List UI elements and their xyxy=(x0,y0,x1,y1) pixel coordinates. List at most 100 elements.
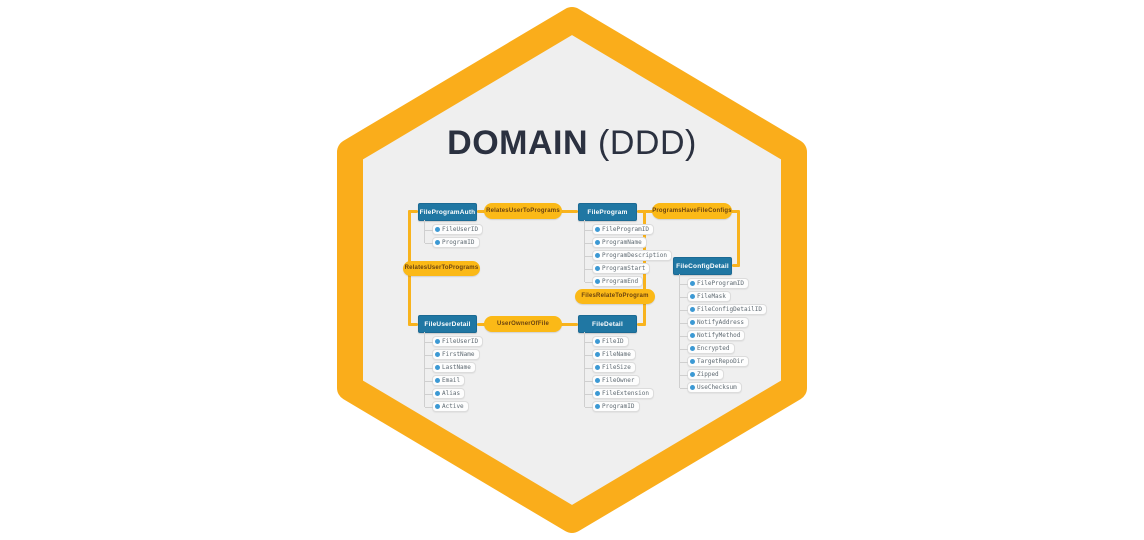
attribute-name: FileUserID xyxy=(442,226,479,233)
entity-title: FileConfigDetail xyxy=(673,257,732,275)
attribute-name: ProgramEnd xyxy=(602,278,639,285)
attribute-name: ProgramName xyxy=(602,239,642,246)
attribute-name: FileSize xyxy=(602,364,631,371)
attribute-key-icon xyxy=(435,365,440,370)
attribute-key-icon xyxy=(435,391,440,396)
attribute-key-icon xyxy=(595,279,600,284)
attribute-key-icon xyxy=(435,404,440,409)
title-suffix: (DDD) xyxy=(598,124,697,162)
attribute-row: FileProgramID xyxy=(680,278,749,289)
entity-title: FileUserDetail xyxy=(418,315,477,333)
attribute-row: FileConfigDetailID xyxy=(679,304,768,315)
attribute-name: FileExtension xyxy=(602,390,649,397)
attribute-key-icon xyxy=(690,333,695,338)
attribute-row: FirstName xyxy=(425,349,480,360)
entity-title: FileProgram xyxy=(578,203,637,221)
attribute-key-icon xyxy=(595,352,600,357)
attribute-row: ProgramDescription xyxy=(584,250,673,261)
attribute-row: LastName xyxy=(425,362,476,373)
attribute-key-icon xyxy=(690,385,695,390)
attribute-key-icon xyxy=(595,391,600,396)
attribute-row: Encrypted xyxy=(680,343,735,354)
connector-userdetail-left-stub xyxy=(408,323,418,326)
attribute-name: FileUserID xyxy=(442,338,479,345)
attribute-key-icon xyxy=(690,294,695,299)
connector-configs-stub xyxy=(732,264,740,267)
attribute-key-icon xyxy=(435,240,440,245)
attribute-name: Active xyxy=(442,403,464,410)
title-main: DOMAIN xyxy=(447,124,589,162)
attribute-key-icon xyxy=(435,227,440,232)
attribute-name: TargetRepoDir xyxy=(697,358,744,365)
attribute-key-icon xyxy=(690,346,695,351)
attribute-name: ProgramID xyxy=(602,403,635,410)
attribute-row: ProgramID xyxy=(585,401,640,412)
attribute-name: FirstName xyxy=(442,351,475,358)
connector-configs-vertical xyxy=(737,210,740,267)
attribute-name: FileOwner xyxy=(602,377,635,384)
relationship-relates-user-to-programs-top: RelatesUserToPrograms xyxy=(484,203,562,219)
attribute-name: FileName xyxy=(602,351,631,358)
connector-auth-left-stub xyxy=(408,210,418,213)
attribute-name: NotifyAddress xyxy=(697,319,744,326)
attribute-row: ProgramEnd xyxy=(584,276,644,287)
attribute-name: Zipped xyxy=(697,371,719,378)
attribute-key-icon xyxy=(435,378,440,383)
attribute-name: ProgramID xyxy=(442,239,475,246)
attribute-name: ProgramStart xyxy=(602,265,646,272)
attribute-row: FileProgramID xyxy=(585,224,654,235)
relationship-programs-have-file-configs: ProgramsHaveFileConfigs xyxy=(652,203,732,219)
attribute-row: Active xyxy=(425,401,469,412)
attribute-name: Email xyxy=(442,377,461,384)
relationship-relates-user-to-programs-left: RelatesUserToPrograms xyxy=(403,261,480,276)
attribute-row: UseChecksum xyxy=(680,382,742,393)
attribute-row: ProgramStart xyxy=(584,263,651,274)
attribute-name: ProgramDescription xyxy=(602,252,668,259)
attribute-key-icon xyxy=(435,352,440,357)
attribute-name: FileID xyxy=(602,338,624,345)
attribute-key-icon xyxy=(595,227,600,232)
entity-title: FileDetail xyxy=(578,315,637,333)
attribute-name: Encrypted xyxy=(697,345,730,352)
attribute-key-icon xyxy=(690,372,695,377)
attribute-key-icon xyxy=(690,359,695,364)
entity-title: FileProgramAuth xyxy=(418,203,477,221)
attribute-key-icon xyxy=(690,307,695,312)
attribute-row: NotifyMethod xyxy=(679,330,746,341)
attribute-key-icon xyxy=(595,240,600,245)
attribute-name: Alias xyxy=(442,390,461,397)
attribute-key-icon xyxy=(595,378,600,383)
attribute-row: FileName xyxy=(585,349,636,360)
attribute-list: FileUserID ProgramID xyxy=(424,220,484,248)
relationship-files-relate-to-program: FilesRelateToProgram xyxy=(575,289,655,304)
page-title: DOMAIN (DDD) xyxy=(332,124,812,163)
attribute-row: Email xyxy=(424,375,466,386)
attribute-name: FileMask xyxy=(697,293,726,300)
attribute-key-icon xyxy=(595,266,600,271)
attribute-name: LastName xyxy=(442,364,471,371)
entity-file-program-auth: FileProgramAuth FileUserID ProgramID xyxy=(418,203,484,248)
connector-filedetail-right-stub xyxy=(637,323,646,326)
attribute-row: FileExtension xyxy=(585,388,654,399)
attribute-row: TargetRepoDir xyxy=(680,356,749,367)
attribute-key-icon xyxy=(595,404,600,409)
attribute-row: ProgramID xyxy=(425,237,480,248)
attribute-row: FileSize xyxy=(585,362,636,373)
attribute-key-icon xyxy=(595,365,600,370)
attribute-name: FileProgramID xyxy=(602,226,649,233)
attribute-row: FileID xyxy=(585,336,629,347)
attribute-row: FileOwner xyxy=(585,375,640,386)
attribute-key-icon xyxy=(690,320,695,325)
attribute-name: FileConfigDetailID xyxy=(697,306,763,313)
attribute-row: FileMask xyxy=(680,291,731,302)
attribute-name: UseChecksum xyxy=(697,384,737,391)
